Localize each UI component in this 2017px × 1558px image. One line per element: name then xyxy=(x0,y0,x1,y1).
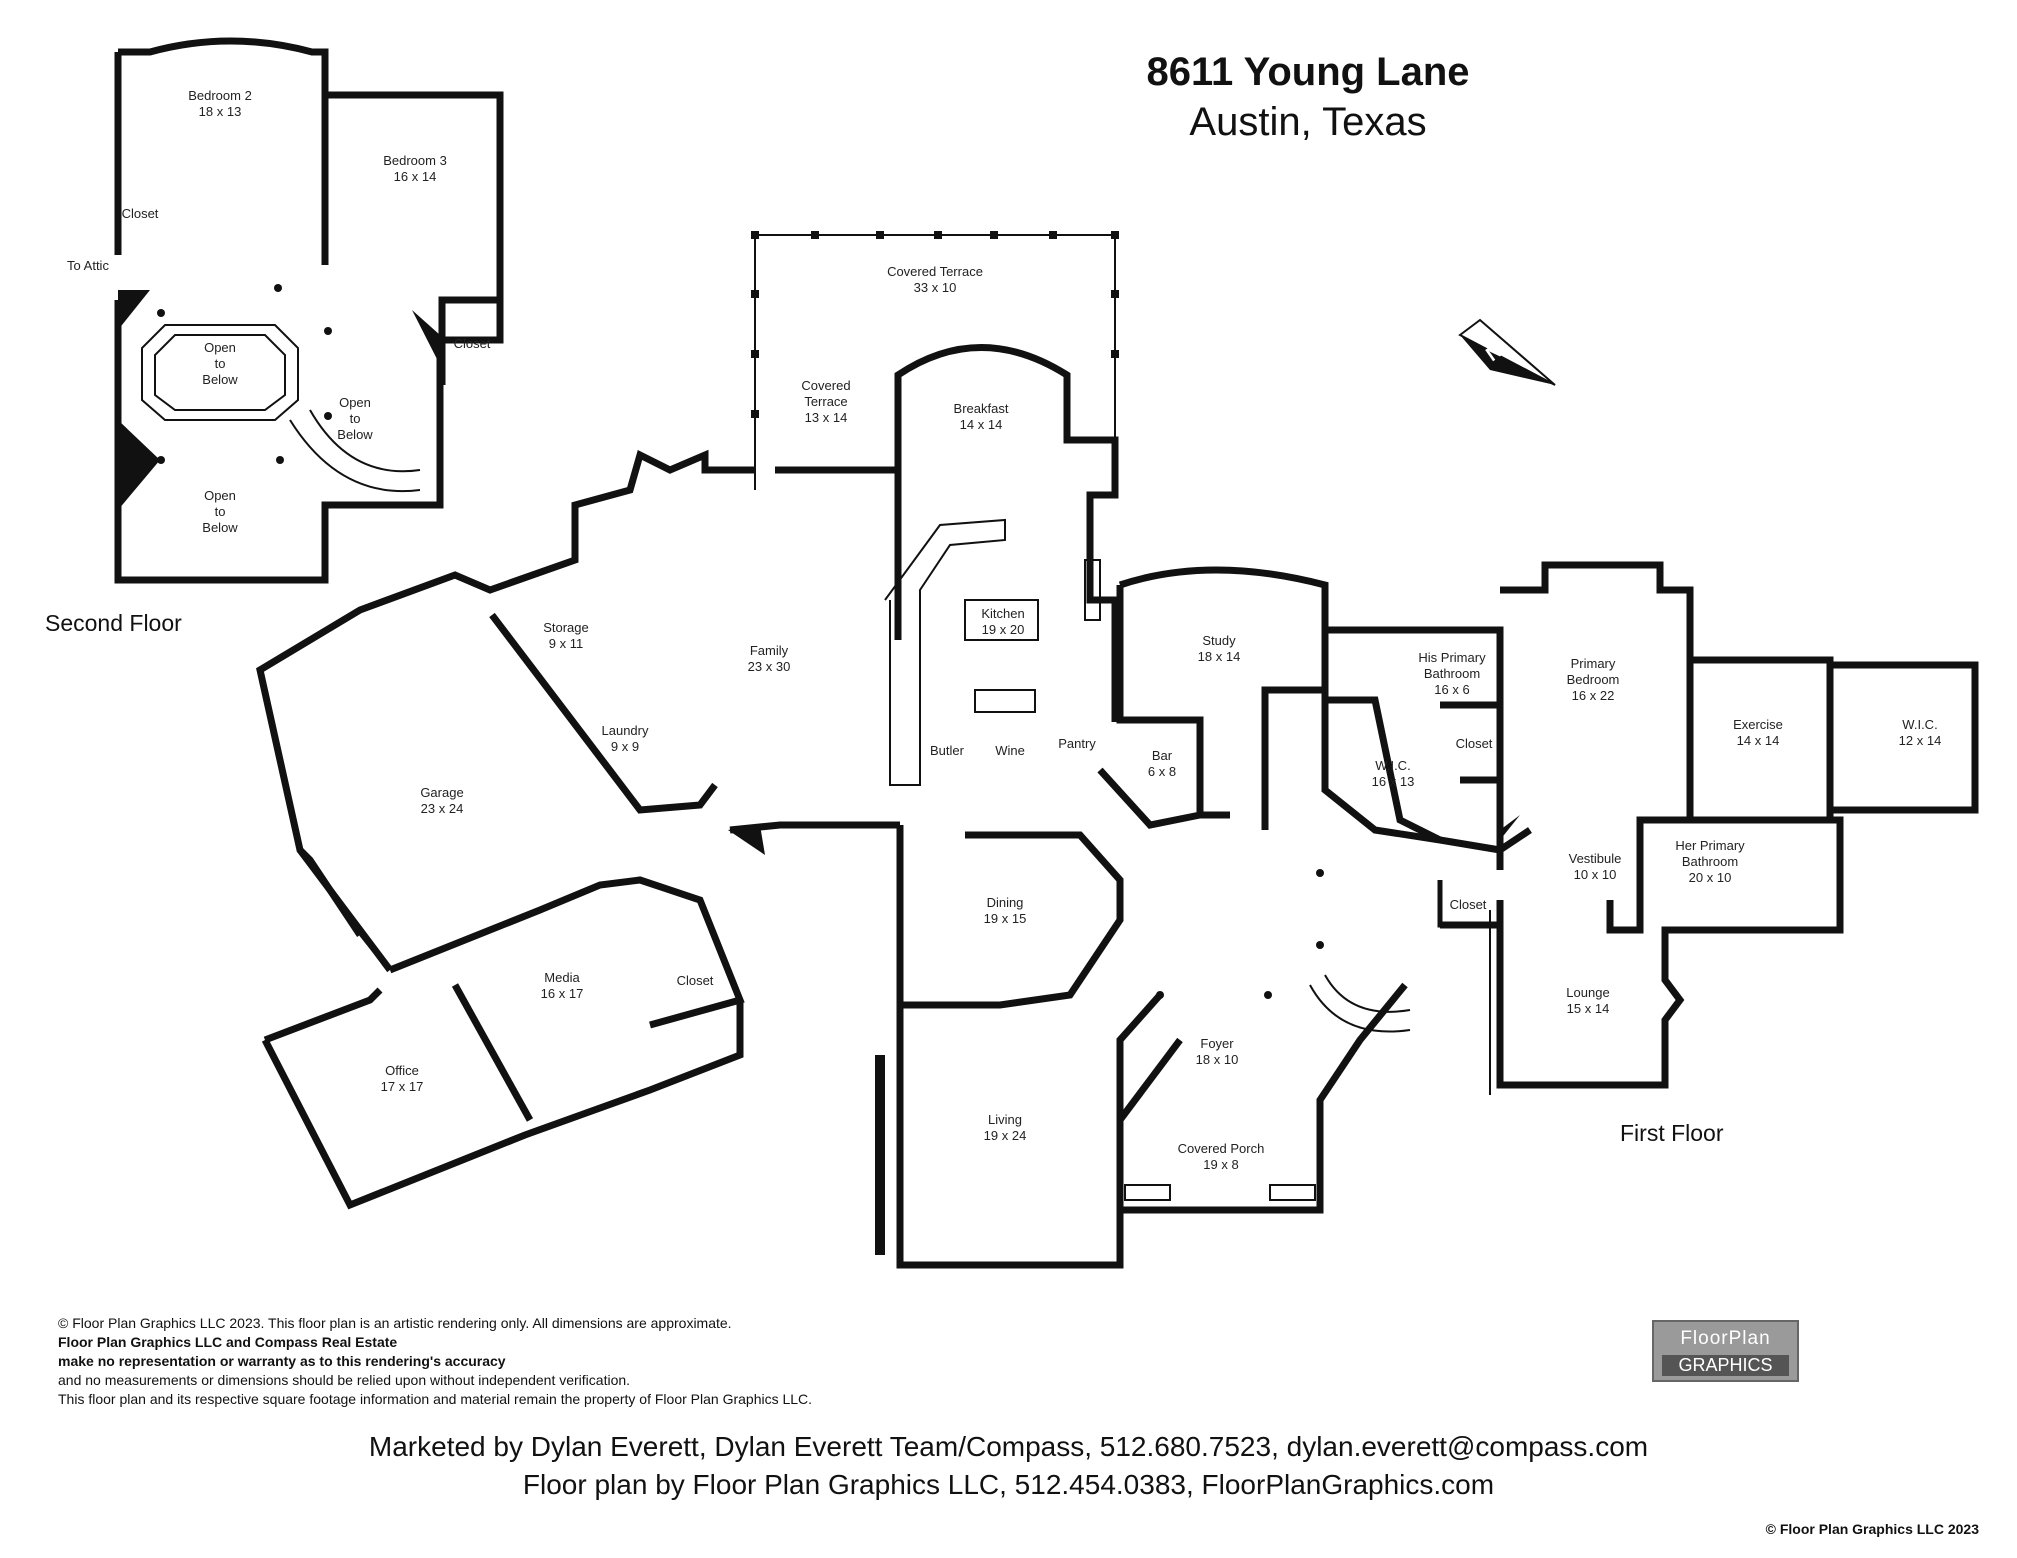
floorplan-graphics-logo: FloorPlan GRAPHICS xyxy=(1652,1320,1799,1382)
columns xyxy=(157,284,1324,999)
first-floor-walls xyxy=(256,234,1979,1269)
credits: Marketed by Dylan Everett, Dylan Everett… xyxy=(0,1428,2017,1504)
first-floor-label: First Floor xyxy=(1620,1120,1724,1146)
first-floor-room-label: Closet xyxy=(677,973,714,988)
disclaimer-line: This floor plan and its respective squar… xyxy=(58,1391,813,1407)
kitchen-counters xyxy=(884,518,1101,786)
second-floor-room-label: Closet xyxy=(122,206,159,221)
first-floor-room-label: Closet xyxy=(1456,736,1493,751)
logo-line: GRAPHICS xyxy=(1662,1355,1789,1376)
disclaimer: © Floor Plan Graphics LLC 2023. This flo… xyxy=(58,1314,812,1409)
first-floor-room-label: Butler xyxy=(930,743,965,758)
plan-by: Floor plan by Floor Plan Graphics LLC, 5… xyxy=(522,1469,1495,1500)
second-floor-label: Second Floor xyxy=(45,610,182,636)
first-floor-room-label: W.I.C.12 x 14 xyxy=(1899,717,1942,748)
marketed-by: Marketed by Dylan Everett, Dylan Everett… xyxy=(368,1431,1649,1462)
wall-fills xyxy=(118,290,1520,855)
first-floor-room-label: Wine xyxy=(995,743,1025,758)
porch-planters xyxy=(1124,1184,1316,1201)
disclaimer-line: and no measurements or dimensions should… xyxy=(58,1372,631,1388)
first-floor-room-label: W.I.C.16 x 13 xyxy=(1372,758,1415,789)
disclaimer-line: © Floor Plan Graphics LLC 2023. This flo… xyxy=(58,1315,732,1331)
second-floor-walls xyxy=(114,37,504,584)
page-title: 8611 Young Lane xyxy=(1146,50,1470,94)
open-to-below-octagon xyxy=(141,324,299,421)
copyright: © Floor Plan Graphics LLC 2023 xyxy=(1765,1521,1979,1537)
first-floor-room-label: Closet xyxy=(1450,897,1487,912)
first-floor-room-label: Pantry xyxy=(1058,736,1096,751)
second-floor-room-label: Closet xyxy=(454,336,491,351)
disclaimer-line: make no representation or warranty as to… xyxy=(58,1353,506,1369)
terrace-posts xyxy=(751,231,1119,418)
north-arrow-icon: N xyxy=(1458,318,1556,386)
second-floor-room-label: To Attic xyxy=(67,258,109,273)
page-subtitle: Austin, Texas xyxy=(1189,100,1427,144)
stairs xyxy=(289,409,1411,1033)
disclaimer-line: Floor Plan Graphics LLC and Compass Real… xyxy=(58,1334,398,1350)
logo-line: FloorPlan xyxy=(1680,1328,1771,1349)
